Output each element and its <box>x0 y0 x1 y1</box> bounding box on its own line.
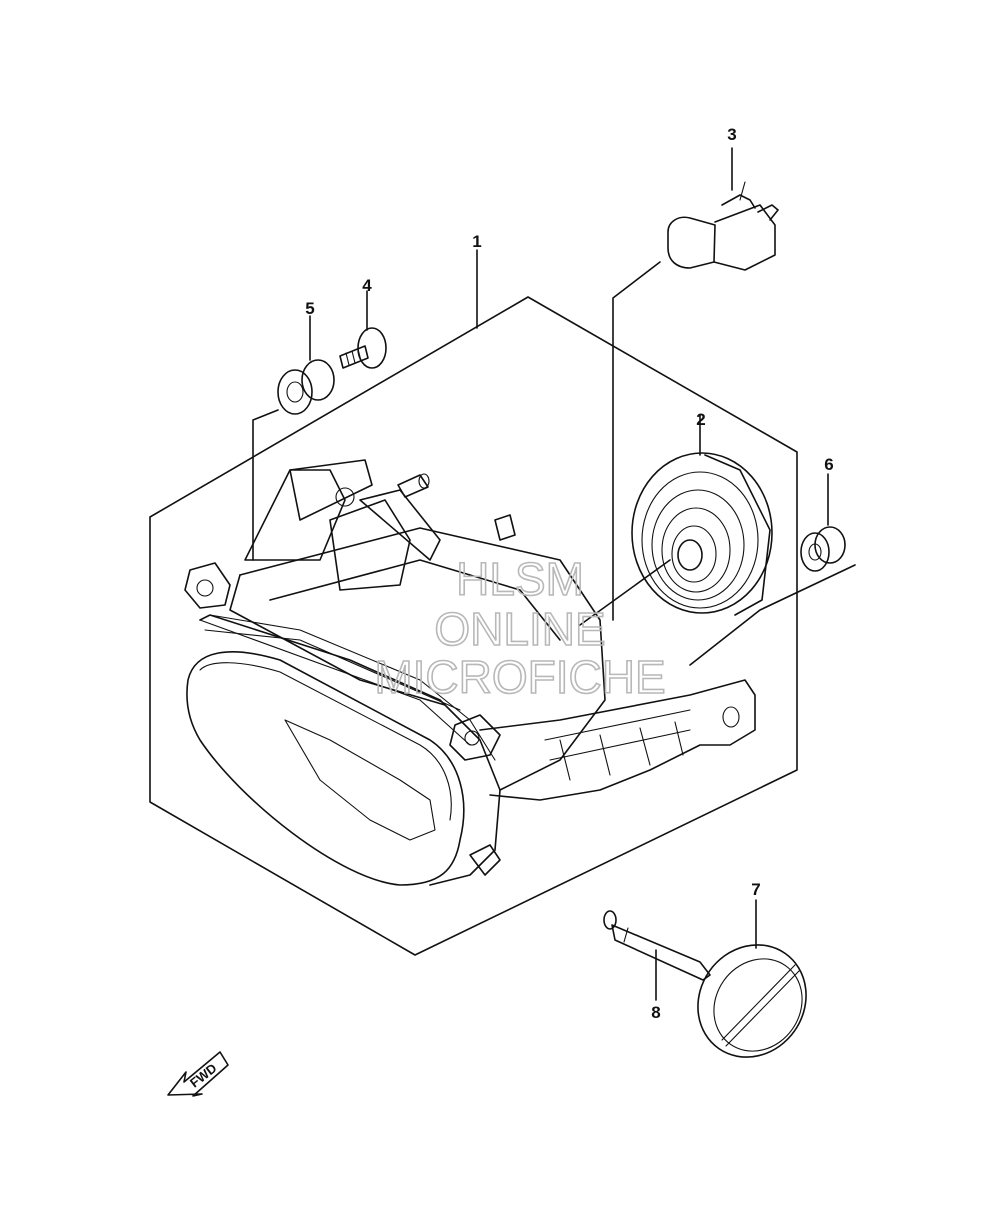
callout-6: 6 <box>824 455 833 474</box>
headlight-assembly[interactable] <box>184 459 756 886</box>
forward-arrow-icon: FWD <box>167 1051 229 1097</box>
grommet[interactable] <box>252 315 335 561</box>
callout-5: 5 <box>305 299 314 318</box>
watermark-line-3: MICROFICHE <box>374 651 665 703</box>
pin[interactable] <box>603 910 711 1001</box>
watermark: HLSM ONLINE MICROFICHE <box>374 552 667 704</box>
callout-2: 2 <box>696 410 705 429</box>
screw[interactable] <box>339 290 387 369</box>
callout-1: 1 <box>472 232 481 251</box>
callout-3: 3 <box>727 125 736 144</box>
watermark-line-1: HLSM <box>456 553 584 605</box>
grommet-right[interactable] <box>689 473 856 666</box>
callout-4: 4 <box>362 276 372 295</box>
callout-7: 7 <box>751 880 760 899</box>
reflector-socket[interactable] <box>579 414 773 626</box>
headlight-bulb[interactable] <box>612 147 779 621</box>
callout-8: 8 <box>651 1003 660 1022</box>
watermark-line-2: ONLINE <box>434 603 605 655</box>
reflex-reflector[interactable] <box>676 899 828 1078</box>
callouts: 1 2 3 4 5 6 7 8 <box>305 125 833 1022</box>
assembly-outline <box>149 249 798 956</box>
